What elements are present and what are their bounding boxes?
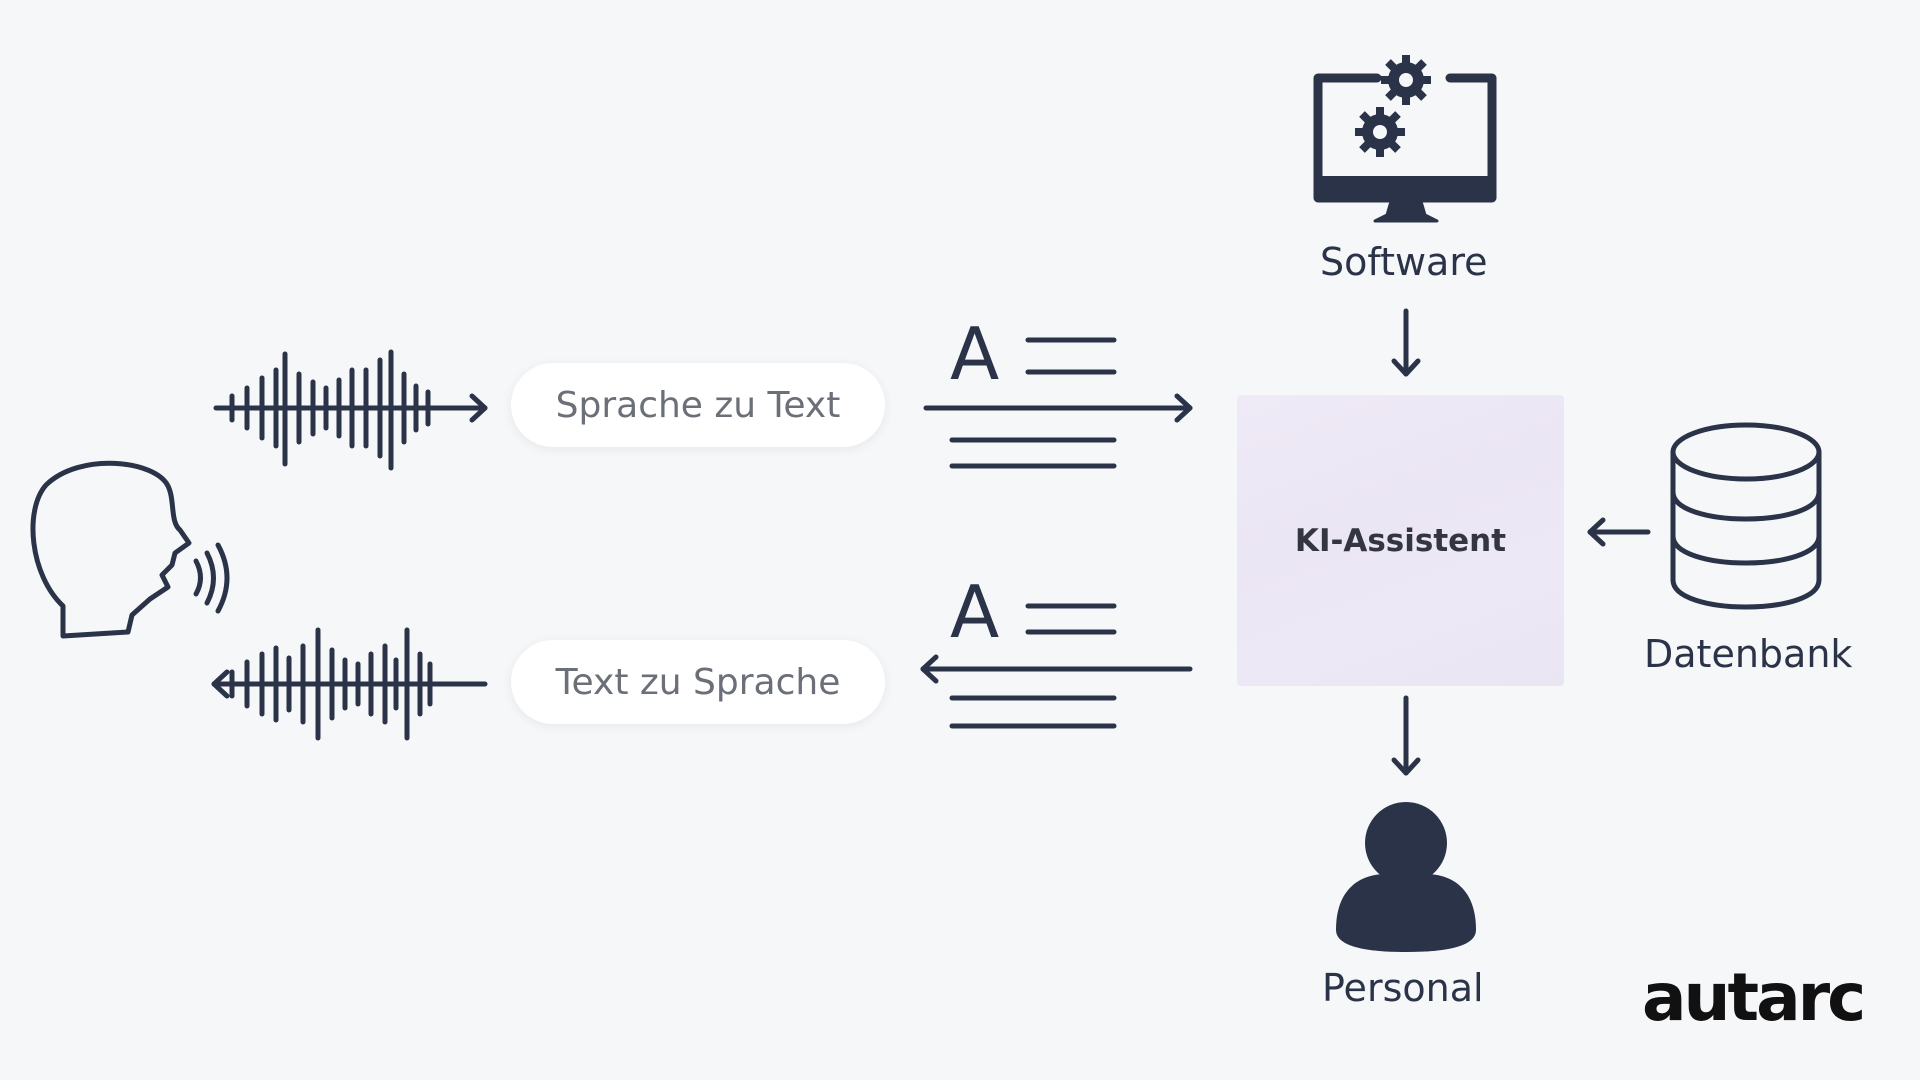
text-document-icon bbox=[920, 603, 1193, 729]
text-to-speech-label: Text zu Sprache bbox=[555, 661, 841, 703]
person-icon bbox=[1336, 802, 1476, 952]
sound-wave-icon bbox=[213, 349, 488, 471]
ki-assistant-node: KI-Assistent bbox=[1237, 395, 1564, 686]
brand-logo: autarc bbox=[1642, 959, 1866, 1036]
ki-assistant-label: KI-Assistent bbox=[1294, 522, 1507, 559]
database-label: Datenbank bbox=[1644, 632, 1853, 676]
speech-to-text-step: Sprache zu Text bbox=[511, 363, 885, 447]
personal-label: Personal bbox=[1322, 966, 1484, 1010]
speaking-head-icon bbox=[30, 460, 230, 639]
arrow-down-icon bbox=[1391, 308, 1421, 377]
arrow-left-icon bbox=[1587, 517, 1651, 547]
text-glyph: A bbox=[950, 312, 1000, 396]
text-document-icon bbox=[923, 337, 1193, 469]
text-glyph: A bbox=[950, 570, 1000, 654]
monitor-gears-icon bbox=[1313, 55, 1497, 223]
text-to-speech-step: Text zu Sprache bbox=[511, 640, 885, 724]
speech-to-text-label: Sprache zu Text bbox=[555, 384, 841, 426]
sound-wave-icon bbox=[211, 627, 488, 741]
database-icon bbox=[1670, 422, 1822, 610]
arrow-down-icon bbox=[1391, 695, 1421, 776]
software-label: Software bbox=[1320, 240, 1488, 284]
